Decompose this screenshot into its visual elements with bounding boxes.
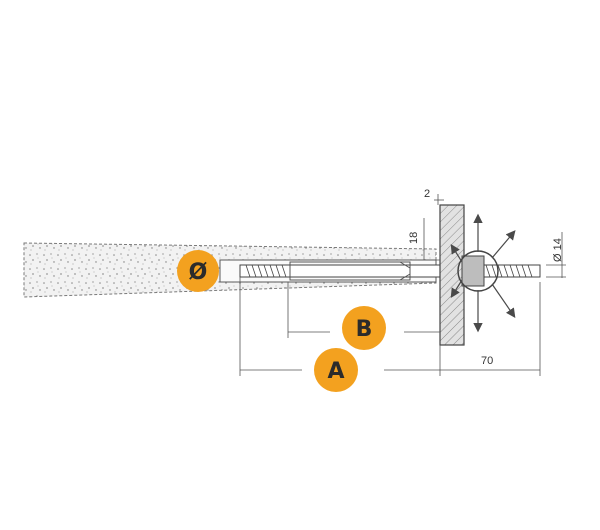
label-diameter-badge: Ø: [177, 250, 219, 292]
label-a-badge: A: [314, 348, 358, 392]
label-b-badge: B: [342, 306, 386, 350]
dim-protrusion: 70: [481, 355, 493, 367]
label-a: A: [327, 359, 344, 384]
dim-rod-diameter: Ø 14: [552, 238, 564, 262]
tolerance-arrows: [450, 213, 516, 333]
dim-plate-height: 18: [408, 232, 420, 244]
anchor-rod: [239, 261, 541, 281]
fixture-plate: [439, 204, 465, 346]
rod-threads: [245, 264, 533, 278]
label-b: B: [356, 317, 373, 342]
label-diameter: Ø: [189, 260, 208, 285]
dim-plate-thickness: 2: [424, 188, 430, 200]
dimension-lines: [239, 194, 566, 376]
